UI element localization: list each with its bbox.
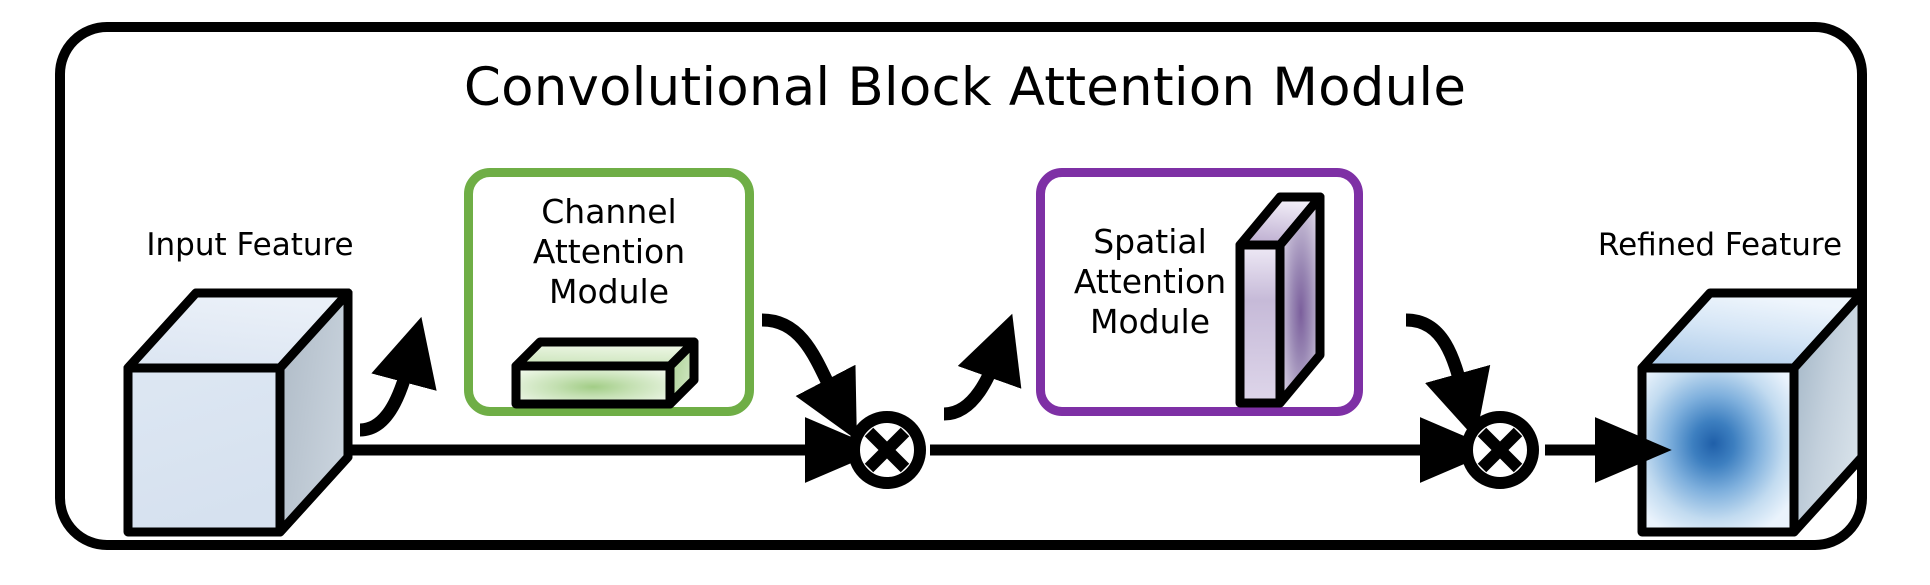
page-title: Convolutional Block Attention Module: [463, 57, 1467, 118]
input-feature-label: Input Feature: [146, 227, 354, 263]
spatial-label-line-3: Module: [1090, 302, 1210, 341]
spatial-label-line-1: Spatial: [1093, 222, 1207, 261]
channel-label-line-3: Module: [549, 272, 669, 311]
channel-attention-module-label: Channel Attention Module: [464, 192, 754, 312]
channel-label-line-2: Attention: [532, 232, 686, 271]
channel-label-line-1: Channel: [541, 192, 677, 231]
spatial-label-line-2: Attention: [1073, 262, 1227, 301]
refined-feature-label: Refined Feature: [1597, 227, 1843, 263]
cbam-outer-frame: [55, 22, 1867, 550]
spatial-attention-module-label: Spatial Attention Module: [1050, 222, 1250, 342]
